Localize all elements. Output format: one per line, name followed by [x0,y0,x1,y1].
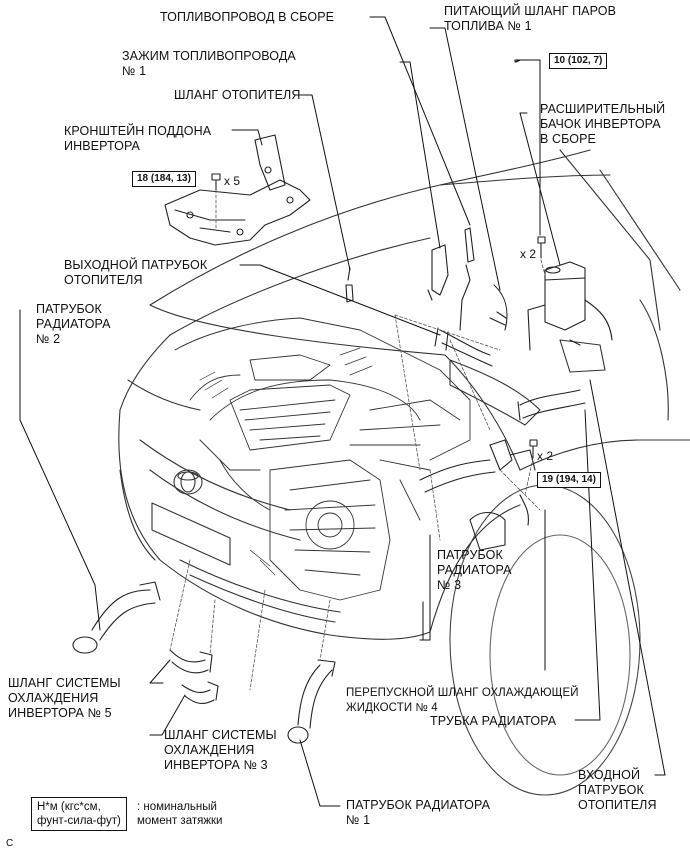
legend-unit-box: Н*м (кгс*см, фунт-сила-фут) [31,797,127,831]
label-line: ОХЛАЖДЕНИЯ [164,743,255,757]
label-line: ТОПЛИВА № 1 [444,19,532,33]
label-radiator-hose-3: ПАТРУБОК РАДИАТОРА № 3 [437,548,512,593]
label-line: ПАТРУБОК [36,302,102,316]
dashed-guides [169,189,546,691]
label-line: ПЕРЕПУСКНОЙ ШЛАНГ ОХЛАЖДАЮЩЕЙ [346,687,579,699]
label-radiator-hose-1: ПАТРУБОК РАДИАТОРА № 1 [346,798,490,828]
label-inverter-cooling-hose-5: ШЛАНГ СИСТЕМЫ ОХЛАЖДЕНИЯ ИНВЕРТОРА № 5 [8,676,121,721]
label-line: ИНВЕРТОРА [64,139,140,153]
label-heater-inlet-pipe: ВХОДНОЙ ПАТРУБОК ОТОПИТЕЛЯ [578,768,657,813]
label-line: № 1 [346,813,371,827]
bolt-count-bracket: x 5 [224,174,241,188]
lower-hose-parts [72,581,336,744]
engine-bay [174,317,471,601]
label-line: № 2 [36,332,61,346]
label-heater-hose: ШЛАНГ ОТОПИТЕЛЯ [174,88,300,103]
label-line: № 1 [122,64,147,78]
label-radiator-hose-2: ПАТРУБОК РАДИАТОРА № 2 [36,302,111,347]
label-line: БАЧОК ИНВЕРТОРА [540,117,661,131]
bolt-count-tank: x 2 [520,247,537,261]
torque-spec-bracket: 18 (184, 13) [132,171,196,187]
label-line: В СБОРЕ [540,132,596,146]
legend-unit-line: Н*м (кгс*см, [37,801,101,813]
legend-description: : номинальный момент затяжки [137,800,222,828]
label-fuel-pipe-clamp: ЗАЖИМ ТОПЛИВОПРОВОДА № 1 [122,49,296,79]
label-line: КРОНШТЕЙН ПОДДОНА [64,124,212,138]
label-line: ПАТРУБОК [437,548,503,562]
label-line: РАДИАТОРА [437,563,512,577]
label-line: РАДИАТОРА [36,317,111,331]
label-line: ЖИДКОСТИ № 4 [346,702,438,714]
label-line: ВХОДНОЙ [578,768,641,782]
leader-lines [19,16,666,807]
label-line: ШЛАНГ СИСТЕМЫ [8,676,121,690]
label-line: ТОПЛИВОПРОВОД В СБОРЕ [160,10,335,24]
legend-desc-line: : номинальный [137,801,217,813]
torque-spec-pipe: 19 (194, 14) [537,472,601,488]
label-line: ИНВЕРТОРА № 3 [164,758,268,772]
heater-inlet-pipe-part [517,389,586,421]
label-line: ПИТАЮЩИЙ ШЛАНГ ПАРОВ [444,4,617,18]
label-line: ПАТРУБОК РАДИАТОРА [346,798,491,812]
label-bypass-hose-4: ПЕРЕПУСКНОЙ ШЛАНГ ОХЛАЖДАЮЩЕЙ ЖИДКОСТИ №… [346,686,579,716]
torque-spec-tank: 10 (102, 7) [549,53,608,69]
label-line: ОТОПИТЕЛЯ [578,798,657,812]
label-inverter-reserve-tank: РАСШИРИТЕЛЬНЫЙ БАЧОК ИНВЕРТОРА В СБОРЕ [540,102,665,147]
label-line: № 3 [437,578,462,592]
label-line: ОТОПИТЕЛЯ [64,273,143,287]
figure-tag: C [6,838,14,849]
legend-unit-line: фунт-сила-фут) [37,815,121,827]
label-fuel-vapor-hose: ПИТАЮЩИЙ ШЛАНГ ПАРОВ ТОПЛИВА № 1 [444,4,616,34]
label-line: ШЛАНГ СИСТЕМЫ [164,728,277,742]
inverter-reserve-tank-part [527,236,613,351]
radiator-hose-3-part [419,439,538,551]
label-line: ЗАЖИМ ТОПЛИВОПРОВОДА [122,49,296,63]
bolt-count-pipe: x 2 [537,449,554,463]
legend-desc-line: момент затяжки [137,815,223,827]
label-radiator-pipe: ТРУБКА РАДИАТОРА [430,714,556,729]
label-line: ТРУБКА РАДИАТОРА [430,714,557,728]
label-line: ВЫХОДНОЙ ПАТРУБОК [64,258,208,272]
label-line: РАСШИРИТЕЛЬНЫЙ [540,102,666,116]
fuel-pipe-parts [427,227,508,331]
label-line: ИНВЕРТОРА № 5 [8,706,112,720]
label-line: ШЛАНГ ОТОПИТЕЛЯ [174,88,301,102]
inverter-tray-bracket-part [164,134,311,246]
bracket-bolt [211,173,221,191]
label-line: ПАТРУБОК [578,783,644,797]
label-line: ОХЛАЖДЕНИЯ [8,691,99,705]
label-inverter-tray-bracket: КРОНШТЕЙН ПОДДОНА ИНВЕРТОРА [64,124,211,154]
car-body [118,149,690,796]
label-fuel-pipe-assy: ТОПЛИВОПРОВОД В СБОРЕ [160,10,334,25]
label-heater-outlet-pipe: ВЫХОДНОЙ ПАТРУБОК ОТОПИТЕЛЯ [64,258,207,288]
heater-hose-parts [345,267,493,367]
label-inverter-cooling-hose-3: ШЛАНГ СИСТЕМЫ ОХЛАЖДЕНИЯ ИНВЕРТОРА № 3 [164,728,277,773]
